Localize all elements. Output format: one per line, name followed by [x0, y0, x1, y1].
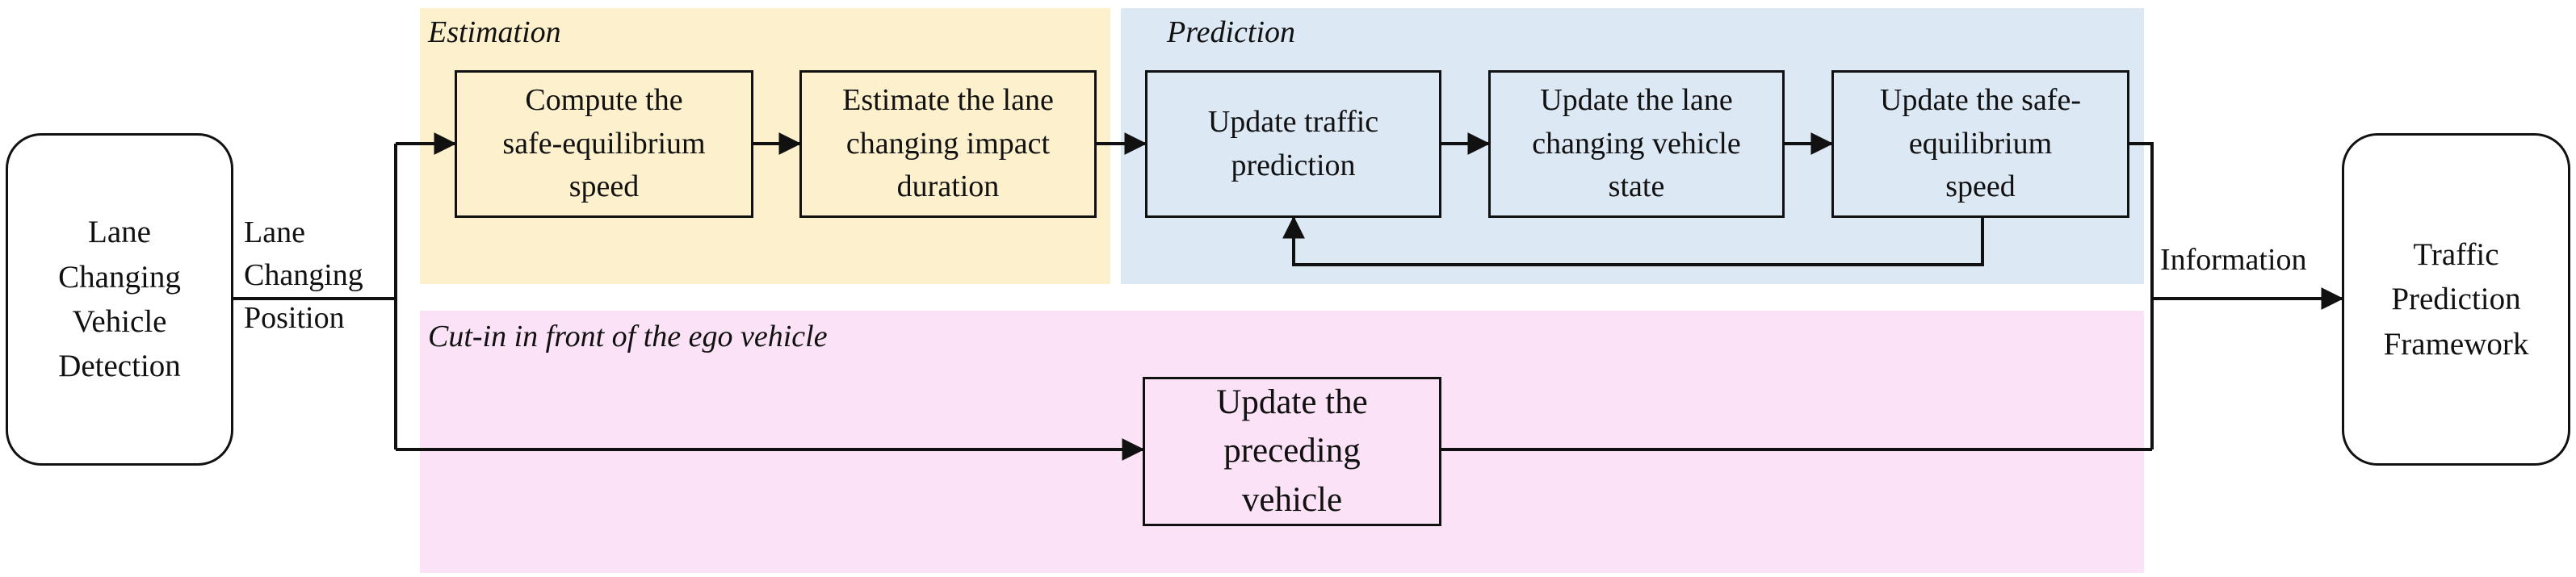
- edge-speed-to-merge: [2129, 142, 2154, 449]
- update-traffic-prediction-label: Update traffic prediction: [1207, 104, 1379, 182]
- update-safe-speed-label: Update the safe- equilibrium speed: [1880, 82, 2081, 204]
- edge-speed-feedback-loop: [1282, 215, 1984, 266]
- update-vehicle-state-node: Update the lane changing vehicle state: [1488, 70, 1785, 218]
- lane-changing-detection-label: Lane Changing Vehicle Detection: [58, 215, 181, 384]
- lane-changing-position-label: Lane Changing Position: [244, 215, 363, 336]
- prediction-region-title: Prediction: [1167, 15, 1295, 49]
- compute-speed-label: Compute the safe-equilibrium speed: [502, 82, 706, 204]
- update-preceding-vehicle-node: Update the preceding vehicle: [1143, 377, 1441, 526]
- estimate-duration-node: Estimate the lane changing impact durati…: [799, 70, 1097, 218]
- update-safe-speed-node: Update the safe- equilibrium speed: [1831, 70, 2129, 218]
- estimation-region-title: Estimation: [428, 15, 561, 49]
- estimate-duration-label: Estimate the lane changing impact durati…: [842, 82, 1054, 204]
- update-traffic-prediction-node: Update traffic prediction: [1145, 70, 1441, 218]
- lane-changing-detection-node: Lane Changing Vehicle Detection: [6, 133, 233, 466]
- traffic-prediction-framework-label: Traffic Prediction Framework: [2383, 236, 2529, 362]
- update-preceding-vehicle-label: Update the preceding vehicle: [1216, 383, 1368, 519]
- cutin-region-title: Cut-in in front of the ego vehicle: [428, 320, 828, 353]
- compute-speed-node: Compute the safe-equilibrium speed: [455, 70, 753, 218]
- information-label: Information: [2160, 243, 2307, 277]
- traffic-prediction-framework-node: Traffic Prediction Framework: [2342, 133, 2570, 466]
- update-vehicle-state-label: Update the lane changing vehicle state: [1532, 82, 1741, 204]
